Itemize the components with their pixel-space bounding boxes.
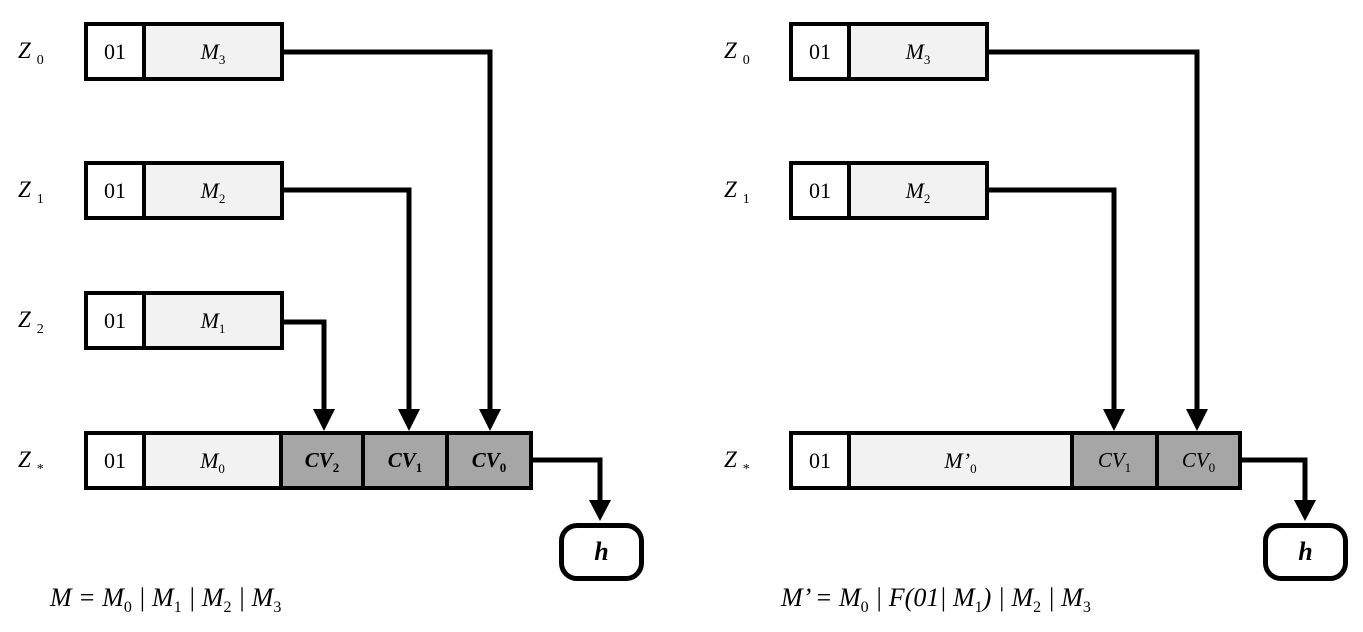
label-zstar-left: Z* — [18, 447, 44, 477]
message-cell: M3 — [847, 26, 985, 77]
prefix-cell: 01 — [88, 165, 142, 216]
cv0-cell: CV0 — [1155, 435, 1238, 486]
prefix-cell: 01 — [88, 295, 142, 346]
message-cell: M2 — [847, 165, 985, 216]
final-bar-left: 01 M0 CV2 CV1 CV0 — [84, 431, 533, 490]
arrowhead-right-h — [1294, 500, 1316, 521]
connector-left-m1-to-cv2 — [284, 319, 327, 410]
prefix-cell: 01 — [793, 26, 847, 77]
block-z1-left: 01 M2 — [84, 161, 284, 220]
connector-right-m3-to-cv0 — [988, 49, 1200, 410]
arrowhead-left-cv1 — [398, 409, 420, 431]
label-zstar-right: Z* — [724, 447, 750, 477]
message-cell: M0 — [142, 435, 279, 486]
message-cell: M’0 — [847, 435, 1070, 486]
final-bar-right: 01 M’0 CV1 CV0 — [789, 431, 1242, 490]
prefix-cell: 01 — [88, 26, 142, 77]
connector-left-m2-to-cv1 — [284, 187, 412, 410]
hash-output-left: h — [559, 523, 644, 581]
arrowhead-left-cv0 — [479, 409, 501, 431]
block-z0-right: 01 M3 — [789, 22, 989, 81]
prefix-cell: 01 — [793, 435, 847, 486]
connector-left-cv0-to-h — [531, 457, 603, 501]
block-z1-right: 01 M2 — [789, 161, 989, 220]
caption-right: M’ = M0 | F(01| M1) | M2 | M3 — [781, 583, 1091, 616]
message-cell: M2 — [142, 165, 280, 216]
arrowhead-right-cv0 — [1186, 409, 1208, 431]
arrowhead-left-h — [589, 500, 611, 521]
prefix-cell: 01 — [793, 165, 847, 216]
cv1-cell: CV1 — [361, 435, 445, 486]
message-cell: M1 — [142, 295, 280, 346]
cv0-cell: CV0 — [445, 435, 529, 486]
arrowhead-right-cv1 — [1103, 409, 1125, 431]
caption-left: M = M0 | M1 | M2 | M3 — [50, 583, 282, 616]
block-z2-left: 01 M1 — [84, 291, 284, 350]
arrowhead-left-cv2 — [313, 409, 335, 431]
cv1-cell: CV1 — [1070, 435, 1155, 486]
block-z0-left: 01 M3 — [84, 22, 284, 81]
prefix-cell: 01 — [88, 435, 142, 486]
connector-right-m2-to-cv1 — [988, 187, 1117, 410]
connector-left-m3-to-cv0 — [284, 49, 493, 410]
message-cell: M3 — [142, 26, 280, 77]
hash-output-right: h — [1263, 523, 1348, 581]
cv2-cell: CV2 — [279, 435, 361, 486]
connector-right-cv0-to-h — [1240, 457, 1308, 501]
